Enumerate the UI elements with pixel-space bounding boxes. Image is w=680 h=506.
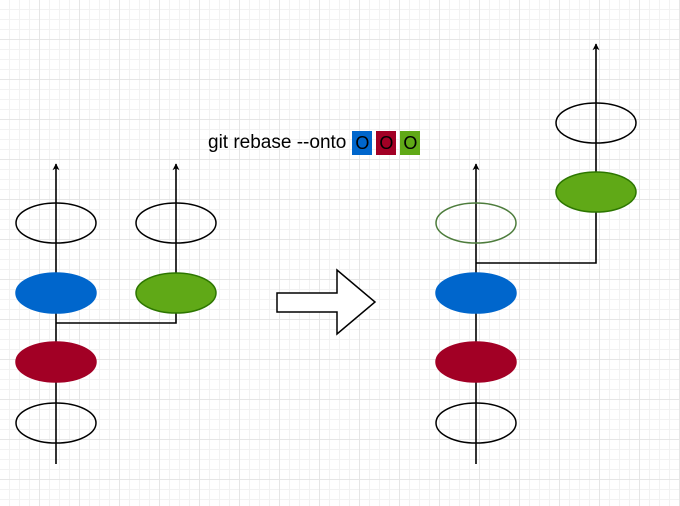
commit-empty-faded (435, 202, 517, 244)
red-commit-chip: O (376, 131, 397, 155)
transition-arrow (276, 268, 377, 336)
commit-empty-bottom-after (435, 402, 517, 444)
feature-commit-green (135, 272, 217, 314)
rebased-commit-empty (555, 102, 637, 144)
after-diagram (435, 43, 637, 464)
commit-red (15, 341, 97, 383)
rebased-branch-connector (476, 43, 600, 264)
commit-red-after (435, 341, 517, 383)
commit-blue-after (435, 272, 517, 314)
commit-empty-top (15, 202, 97, 244)
branch-connector (56, 163, 180, 324)
commit-blue (15, 272, 97, 314)
commit-empty-bottom (15, 402, 97, 444)
blue-commit-chip: O (352, 131, 373, 155)
green-commit-chip: O (400, 131, 421, 155)
before-diagram (15, 163, 217, 464)
rebased-commit-green (555, 171, 637, 213)
rebase-command-caption: git rebase --onto O O O (208, 129, 421, 157)
feature-commit-empty (135, 202, 217, 244)
command-text: git rebase --onto (208, 132, 347, 153)
